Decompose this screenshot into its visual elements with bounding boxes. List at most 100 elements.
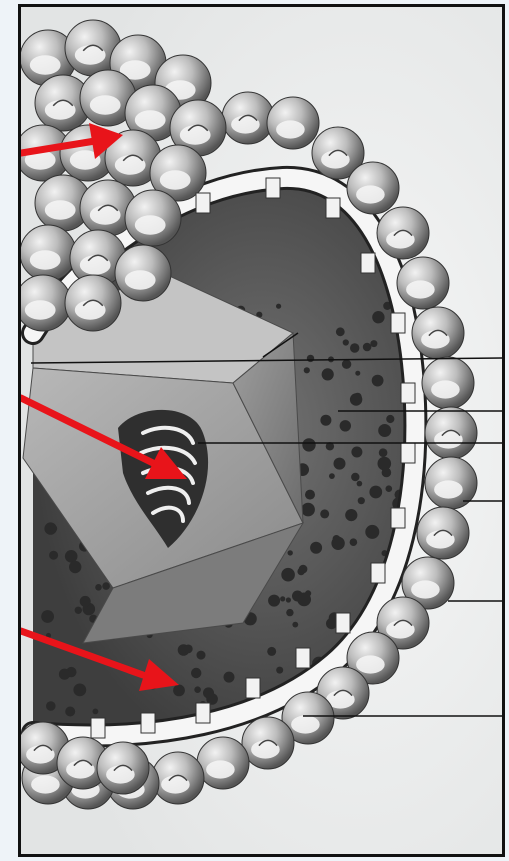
granule	[320, 415, 331, 426]
surface-sphere	[422, 357, 474, 409]
granule	[267, 647, 276, 656]
granule	[46, 701, 56, 711]
granule	[286, 609, 293, 616]
granule	[301, 503, 315, 517]
granule	[281, 568, 295, 582]
diagram-panel	[18, 4, 505, 857]
membrane-protein	[266, 178, 280, 198]
granule	[93, 709, 99, 715]
membrane-protein	[361, 253, 375, 273]
granule	[73, 684, 86, 697]
granule	[345, 509, 357, 521]
spike-protein	[222, 92, 274, 144]
membrane-protein	[141, 713, 155, 733]
granule	[80, 596, 91, 607]
spike-protein	[425, 407, 477, 459]
granule	[276, 667, 283, 674]
membrane-protein	[401, 383, 415, 403]
granule	[310, 542, 322, 554]
granule	[197, 651, 206, 660]
membrane-protein	[296, 648, 310, 668]
granule	[304, 367, 310, 373]
membrane-protein	[401, 443, 415, 463]
granule	[49, 551, 58, 560]
spike-protein	[377, 207, 429, 259]
membrane-protein	[336, 613, 350, 633]
granule	[184, 645, 193, 654]
granule	[276, 304, 281, 309]
granule	[191, 668, 201, 678]
granule	[292, 622, 298, 628]
granule	[322, 368, 334, 380]
membrane-protein	[391, 508, 405, 528]
granule	[329, 473, 335, 479]
granule	[379, 448, 388, 457]
surface-sphere	[397, 257, 449, 309]
granule	[382, 468, 392, 478]
granule	[41, 610, 54, 623]
granule	[59, 669, 70, 680]
granule	[203, 687, 214, 698]
granule	[280, 596, 285, 601]
granule	[320, 509, 329, 518]
surface-sphere	[115, 245, 171, 301]
membrane-protein	[246, 678, 260, 698]
granule	[386, 485, 393, 492]
granule	[268, 595, 280, 607]
granule	[343, 339, 349, 345]
surface-sphere	[125, 190, 181, 246]
granule	[351, 447, 362, 458]
granule	[369, 486, 382, 499]
granule	[342, 360, 351, 369]
membrane-protein	[391, 313, 405, 333]
granule	[299, 565, 308, 574]
granule	[365, 525, 379, 539]
spike-protein	[97, 742, 149, 794]
surface-sphere	[21, 225, 76, 281]
membrane-protein	[196, 193, 210, 213]
surface-sphere	[267, 97, 319, 149]
granule	[378, 424, 391, 437]
spike-protein	[242, 717, 294, 769]
membrane-protein	[196, 703, 210, 723]
surface-sphere	[21, 275, 71, 331]
granule	[69, 561, 81, 573]
granule	[340, 420, 351, 431]
membrane-protein	[91, 718, 105, 738]
spike-protein	[412, 307, 464, 359]
granule	[50, 525, 58, 533]
granule	[350, 343, 359, 352]
granule	[102, 582, 110, 590]
granule	[354, 393, 362, 401]
granule	[173, 685, 185, 697]
granule	[370, 340, 377, 347]
membrane-protein	[371, 563, 385, 583]
granule	[336, 327, 345, 336]
granule	[305, 490, 315, 500]
granule	[194, 686, 201, 693]
granule	[358, 497, 365, 504]
granule	[65, 550, 78, 563]
membrane-protein	[326, 198, 340, 218]
granule	[302, 438, 315, 451]
granule	[363, 343, 372, 352]
granule	[334, 458, 346, 470]
granule	[372, 375, 384, 387]
granule	[288, 550, 293, 555]
granule	[331, 537, 344, 550]
granule	[75, 607, 82, 614]
granule	[305, 590, 311, 596]
granule	[65, 707, 75, 717]
spike-protein	[417, 507, 469, 559]
granule	[350, 538, 358, 546]
surface-sphere	[197, 737, 249, 789]
spike-protein	[65, 275, 121, 331]
granule	[95, 584, 102, 591]
granule	[386, 415, 394, 423]
granule	[224, 672, 235, 683]
spike-protein	[152, 752, 204, 804]
granule	[372, 311, 384, 323]
granule	[286, 597, 291, 602]
virus-illustration	[21, 7, 502, 854]
